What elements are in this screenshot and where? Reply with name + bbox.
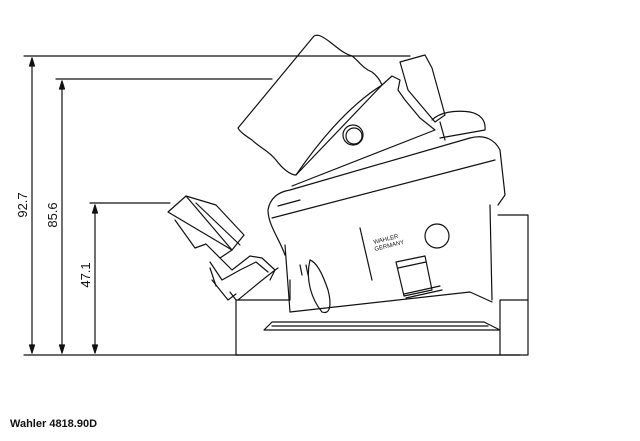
dimension-extension-lines xyxy=(23,55,521,356)
temperature-sensor xyxy=(167,195,279,301)
dimension-47-1 xyxy=(91,204,99,354)
base-housing xyxy=(229,214,529,356)
dimension-label-85-6: 85.6 xyxy=(45,202,60,227)
thermostat-body xyxy=(267,136,506,314)
dimension-92-7 xyxy=(28,57,36,354)
dimension-label-47-1: 47.1 xyxy=(78,262,93,287)
upper-housing xyxy=(237,34,436,187)
dimension-label-92-7: 92.7 xyxy=(15,192,30,217)
vent-nipple xyxy=(399,54,486,141)
part-caption: Wahler 4818.90D xyxy=(10,418,98,430)
dimension-85-6 xyxy=(58,80,66,354)
